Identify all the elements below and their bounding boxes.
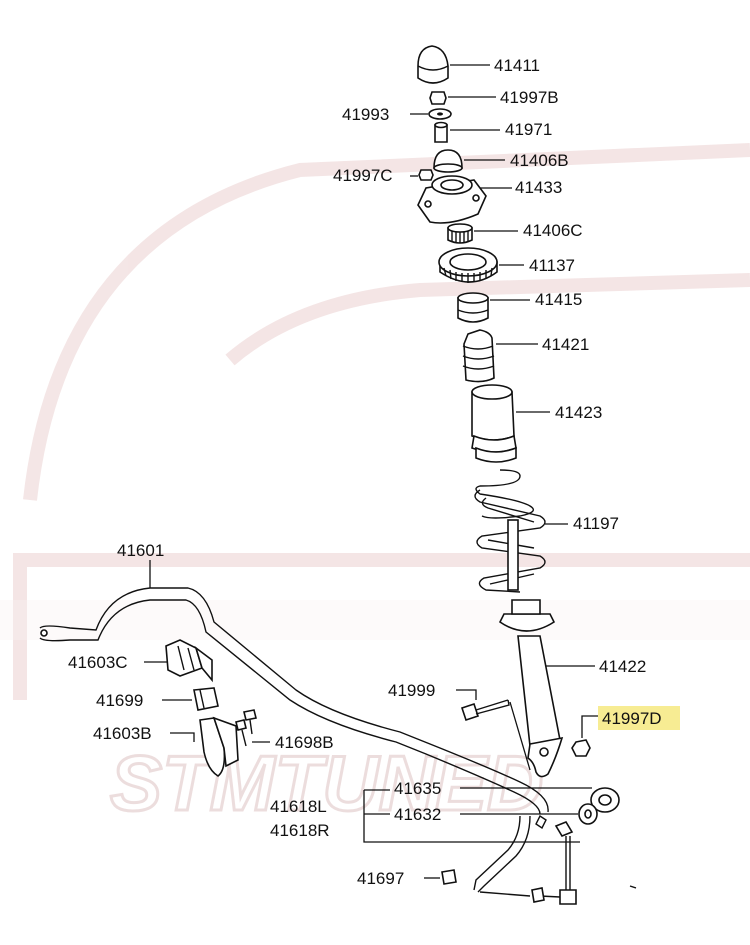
label-41197: 41197 <box>573 514 619 533</box>
label-41635: 41635 <box>394 779 441 798</box>
part-41971-collar[interactable] <box>434 121 448 143</box>
label-41603c: 41603C <box>68 653 128 672</box>
label-41406b: 41406B <box>510 151 569 170</box>
part-41698b-bolt[interactable] <box>235 709 257 747</box>
part-41697-bolt[interactable] <box>441 869 457 885</box>
label-41997b: 41997B <box>500 88 559 107</box>
part-41999-bolt[interactable] <box>460 699 510 722</box>
label-41999: 41999 <box>388 681 435 700</box>
label-41993: 41993 <box>342 105 389 124</box>
part-41635-bushing[interactable] <box>590 787 620 813</box>
part-41601-stabilizer-bar[interactable] <box>39 587 549 815</box>
label-41137: 41137 <box>529 256 575 275</box>
part-41997d-nut[interactable] <box>571 739 591 757</box>
part-41993-washer[interactable] <box>428 108 452 120</box>
label-41997d: 41997D <box>602 709 662 728</box>
label-41698b: 41698B <box>275 733 334 752</box>
part-41433-strut-mount[interactable] <box>417 175 487 224</box>
part-41415-bump-stop[interactable] <box>457 292 489 323</box>
part-41422-strut[interactable] <box>498 599 564 778</box>
watermark-logo: STMTUNED <box>0 143 750 829</box>
part-41137-bearing[interactable] <box>438 247 498 283</box>
label-41697: 41697 <box>357 869 404 888</box>
label-41411: 41411 <box>494 56 540 75</box>
label-41433: 41433 <box>515 178 562 197</box>
label-41415: 41415 <box>535 290 582 309</box>
part-41411-cap[interactable] <box>417 45 449 84</box>
part-41406b-bushing[interactable] <box>433 149 463 173</box>
part-41997c-nut[interactable] <box>418 169 434 181</box>
label-41601: 41601 <box>117 541 164 560</box>
highlight-41997d <box>598 706 680 730</box>
part-41406c-bushing[interactable] <box>447 223 473 244</box>
part-41632-washer[interactable] <box>578 803 598 825</box>
part-stabilizer-link[interactable] <box>531 814 577 905</box>
label-41997c: 41997C <box>333 166 393 185</box>
part-41699-bushing[interactable] <box>193 687 219 711</box>
label-41632: 41632 <box>394 805 441 824</box>
part-41603c-bracket[interactable] <box>165 639 213 683</box>
label-41699: 41699 <box>96 691 143 710</box>
label-41618l: 41618L <box>270 797 327 816</box>
label-41421: 41421 <box>542 335 589 354</box>
part-41421-bump-rubber[interactable] <box>462 329 495 383</box>
part-41603b-bracket[interactable] <box>199 716 239 777</box>
part-41997b-nut[interactable] <box>429 91 447 105</box>
part-41423-dust-boot[interactable] <box>471 384 517 463</box>
label-41422: 41422 <box>599 657 646 676</box>
label-41603b: 41603B <box>93 724 152 743</box>
watermark-text: STMTUNED <box>110 739 543 827</box>
label-41618r: 41618R <box>270 821 330 840</box>
label-41406c: 41406C <box>523 221 583 240</box>
label-41971: 41971 <box>505 120 552 139</box>
part-41197-coil-spring[interactable] <box>474 469 546 593</box>
label-41423: 41423 <box>555 403 602 422</box>
part-bar-end-leg[interactable] <box>473 815 637 897</box>
